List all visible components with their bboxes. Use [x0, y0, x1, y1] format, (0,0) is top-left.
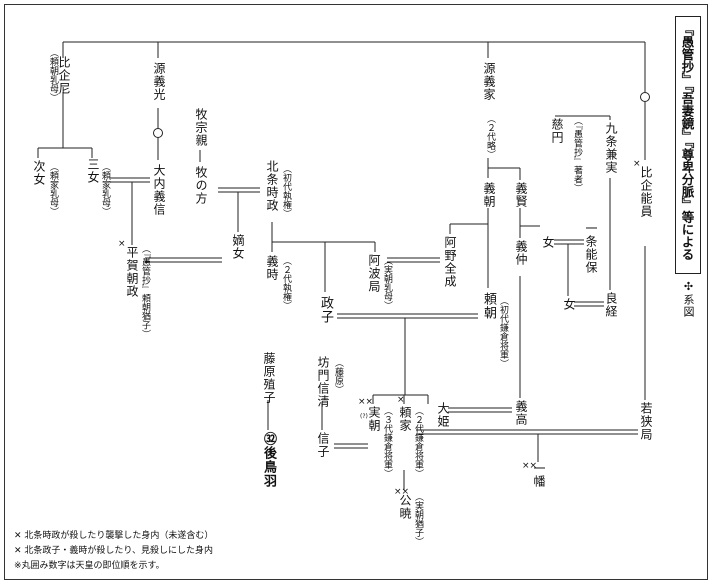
person-kugyo: 公暁: [398, 494, 412, 520]
chart-title: 『愚管抄』『吾妻鏡』『尊卑分脈』等による: [679, 23, 695, 261]
person-ohime: 大姫: [436, 402, 450, 428]
yoriie-note: （２代鎌倉将軍）: [413, 406, 423, 478]
person-yoriie: 頼家: [398, 406, 412, 432]
hikiniama-note: （頼朝乳母）: [48, 48, 58, 102]
person-yoshitomo: 義朝: [482, 182, 496, 208]
person-ano-zenjo: 阿野全成: [443, 236, 457, 288]
person-yoshitsune: 良経: [604, 292, 618, 318]
legend-tokimasa-kills: ✕ 北条時政が殺したり襲撃した身内（未遂含む）: [14, 531, 214, 541]
uncertain-mark: (?): [360, 413, 368, 420]
omission-note: （２代略）: [485, 114, 495, 159]
person-yoshitaka: 義高: [514, 400, 528, 426]
title-box: 『愚管抄』『吾妻鏡』『尊卑分脈』等による: [675, 16, 701, 274]
chart-frame: [4, 4, 708, 580]
person-nobuko: 信子: [316, 432, 330, 458]
jijo-note: （頼家乳母）: [48, 162, 58, 216]
chart-subtitle: ✣系図: [682, 280, 695, 318]
person-fujiwara-shokushi: 藤原殖子: [262, 352, 276, 404]
person-sanjo: 三女: [86, 158, 100, 184]
kill-mark: ×: [118, 239, 126, 249]
person-kujo-kanezane: 九条兼実: [604, 122, 618, 174]
person-hojo-tokimasa: 北条時政: [265, 160, 279, 212]
person-ouchi-koreyoshi: 大内義信: [152, 164, 166, 216]
yoritomo-note: （初代鎌倉将軍）: [498, 296, 508, 368]
person-yoritomo: 頼朝: [481, 292, 496, 320]
kill-mark: ×: [397, 395, 405, 405]
person-yoshinaka: 義仲: [514, 240, 528, 266]
person-hiki-yoshikazu: 比企能員: [639, 166, 653, 218]
tokimasa-note: （初代執権）: [281, 164, 291, 218]
person-yoshikata: 義賢: [514, 182, 528, 208]
person-minamoto-yoshiie: 源義家: [482, 62, 496, 101]
person-chakujo: 嫡女: [231, 234, 245, 260]
kill-mark: ×: [633, 159, 641, 169]
person-bomon-nobukiyo: 坊門信清: [316, 356, 330, 408]
person-jien: 慈円: [550, 118, 564, 144]
person-maki-munechika: 牧宗親: [194, 108, 208, 147]
person-hojo-yoshitoki: 義時: [265, 255, 279, 281]
person-ichiman: 一幡: [532, 462, 546, 488]
kugyo-note: （実朝猶子）: [413, 492, 423, 546]
person-hiraga-tomomasa: 平賀朝政: [125, 246, 139, 298]
person-wakasa-no-tsubone: 若狭局: [639, 402, 653, 441]
person-onna-2: 女: [562, 298, 576, 311]
yoshitoki-note: （２代執権）: [281, 256, 291, 310]
person-masako: 政子: [318, 296, 333, 324]
person-minamoto-yoshimitsu: 源義光: [152, 62, 166, 101]
kill-mark: ××: [394, 487, 410, 497]
jien-note: （『愚管抄』著者）: [572, 116, 582, 193]
hiraga-note: （『愚管抄』頼朝猶子）: [140, 244, 150, 339]
legend-masako-yoshitoki-kills: ✕ 北条政子・義時が殺したり、見殺しにした身内: [14, 546, 214, 556]
kill-mark: ××: [358, 397, 374, 407]
kill-mark: ××: [522, 461, 538, 471]
person-ichijo-yoshiyasu: 一条能保: [584, 222, 598, 274]
person-awa-no-tsubone: 阿波局: [367, 254, 381, 293]
person-sanetomo: 実朝: [367, 406, 381, 432]
person-jijo: 次女: [32, 160, 46, 186]
person-hikiniama: 比企尼: [57, 56, 71, 95]
person-gotoba: ㉜後鳥羽: [261, 432, 276, 488]
sanetomo-note: （３代鎌倉将軍）: [382, 406, 392, 478]
person-onna-1: 女: [541, 236, 555, 249]
legend-emperor-note: ※丸囲み数字は天皇の即位順を示す。: [14, 561, 165, 571]
awa-note: （実朝乳母）: [382, 256, 392, 310]
person-maki-no-kata: 牧の方: [194, 166, 208, 205]
sanjo-note: （頼家乳母）: [100, 162, 110, 216]
bomon-note: （藤原）: [333, 358, 343, 394]
